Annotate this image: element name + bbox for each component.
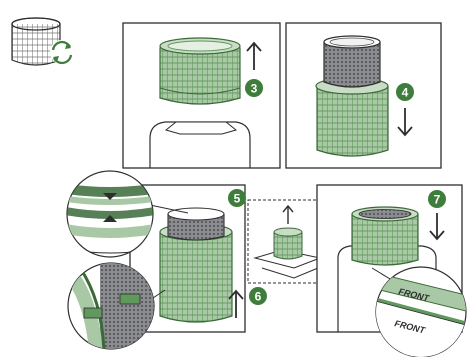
panel-step-4: 4	[285, 22, 442, 169]
zoom-callout-latch	[67, 262, 166, 350]
arrow-up-icon	[282, 204, 294, 224]
svg-text:4: 4	[402, 86, 409, 100]
arrow-down-icon	[429, 213, 445, 241]
replace-cycle-icon	[50, 40, 74, 65]
svg-text:5: 5	[234, 192, 241, 206]
svg-text:3: 3	[251, 82, 258, 96]
packaging-box	[247, 199, 329, 284]
arrow-down-icon	[397, 108, 413, 137]
arrow-up-icon	[246, 41, 262, 70]
step-badge-3: 3	[245, 79, 263, 97]
svg-text:7: 7	[434, 193, 441, 207]
panel-step-3: 3	[122, 22, 281, 169]
step-badge-6: 6	[249, 287, 267, 305]
svg-text:6: 6	[255, 290, 262, 304]
step-badge-4: 4	[396, 83, 414, 101]
zoom-callout-front-labels: FRONT FRONT	[375, 266, 467, 357]
step-badge-5: 5	[228, 189, 246, 207]
step-badge-7: 7	[428, 190, 446, 208]
zoom-callout-alignment	[66, 170, 189, 258]
arrow-up-icon	[228, 289, 244, 318]
